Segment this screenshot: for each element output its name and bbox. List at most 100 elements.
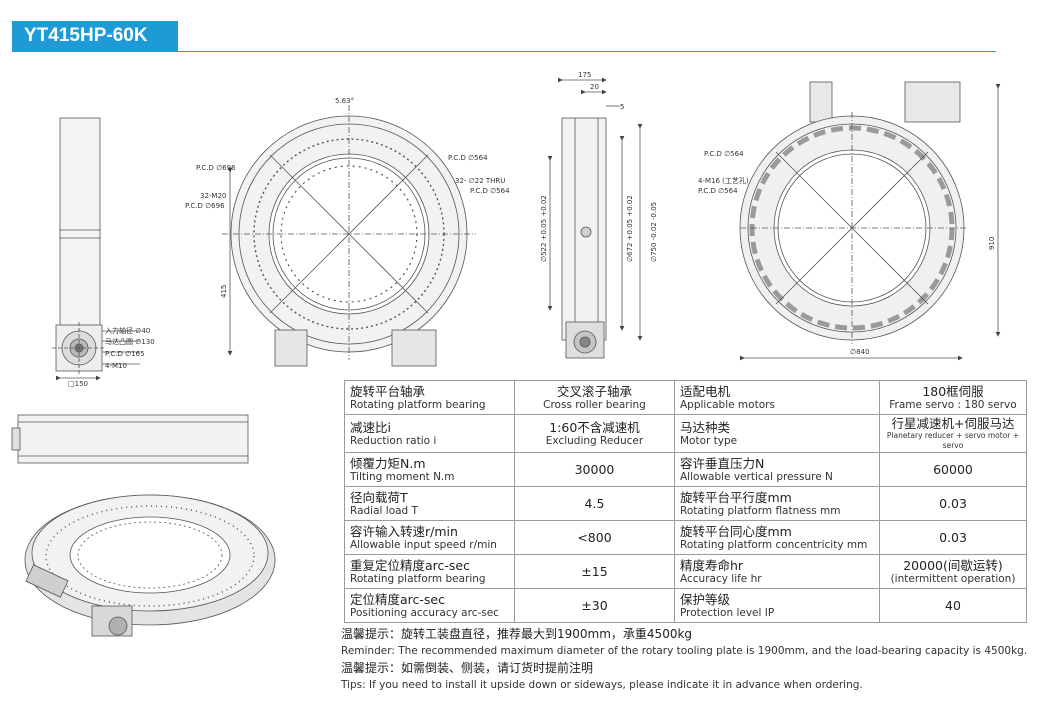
note-line: 温馨提示：如需倒装、侧装，请订货时提前注明 [341,661,594,675]
spec-label-zh: 容许输入转速r/min [350,523,458,539]
isometric-view [24,494,276,637]
spec-label-en: Planetary reducer + servo motor + servo [886,431,1020,450]
spec-label-en: Excluding Reducer [545,434,644,447]
rear-view [739,81,1001,361]
spec-cell: 30000 [514,452,675,487]
spec-cell: 20000(间歇运转)(intermittent operation) [879,554,1027,589]
spec-value: 40 [945,598,961,613]
spec-label-zh: 倾覆力矩N.m [350,455,426,471]
spec-label-en: Rotating platform flatness mm [680,504,841,517]
pcd-696-top-label: P.C.D ∅696 [196,164,236,172]
pcd-165-label: P.C.D ∅165 [105,350,145,358]
spec-label-zh: 重复定位精度arc-sec [350,557,470,573]
thru-holes-label: 32- ∅22 THRU [455,177,505,185]
dia-522-label: ∅522 +0.05 +0.02 [540,195,548,262]
section-view [547,77,643,359]
note-line: Tips: If you need to install it upside d… [341,679,863,691]
dim-20-label: 20 [590,83,599,91]
rear-pcd-564-top-label: P.C.D ∅564 [704,150,744,158]
spec-label-en: Accuracy life hr [680,572,762,585]
left-side-view [52,117,140,381]
spec-cell: ±30 [514,588,675,623]
spec-value: 30000 [574,462,615,477]
spec-value: ±15 [581,564,608,579]
spec-label-en: Allowable vertical pressure N [680,470,833,483]
dim-5-label: 5 [620,103,624,111]
spec-label-zh: 径向载荷T [350,489,408,505]
spec-label-zh: 马达种类 [680,419,731,435]
spec-label-en: Protection level IP [680,606,775,619]
spec-value: 0.03 [939,496,967,511]
spec-label-zh: 减速比i [350,419,391,435]
pcd-564-top-label: P.C.D ∅564 [448,154,488,162]
spec-label-zh: 1:60不含减速机 [549,419,640,435]
input-shaft-label: 入力轴径 ∅40 [105,326,150,335]
spec-label-zh: 交叉滚子轴承 [556,383,632,399]
spec-cell: 40 [879,588,1027,623]
spec-label-zh: 旋转平台轴承 [350,383,426,399]
spec-label-en: Reduction ratio i [350,434,437,447]
spec-label-en: (intermittent operation) [890,572,1016,585]
product-title: YT415HP-60K [12,21,178,51]
note-line: 温馨提示：旋转工装盘直径，推荐最大到1900mm，承重4500kg [341,627,693,641]
spec-cell: 60000 [879,452,1027,487]
title-underline [12,51,996,52]
spec-cell: <800 [514,520,675,555]
spec-label-zh: 精度寿命hr [680,557,744,573]
spec-cell: 0.03 [879,486,1027,521]
spec-label-en: Cross roller bearing [543,398,646,411]
spec-label-zh: 保护等级 [680,591,731,607]
spec-label-en: Rotating platform bearing [350,572,486,585]
dia-672-label: ∅672 +0.05 +0.02 [626,195,634,262]
spec-value: 0.03 [939,530,967,545]
spec-label-en: Tilting moment N.m [350,470,455,483]
spec-label-en: Radial load T [350,504,418,517]
spec-label-en: Motor type [680,434,738,447]
dia-750-label: ∅750 -0.02 -0.05 [650,202,658,262]
angle-label: 5.63° [335,97,354,105]
pcd-564-label: P.C.D ∅564 [470,187,510,195]
note-line: Reminder: The recommended maximum diamet… [341,645,1028,657]
spec-label-zh: 180框伺服 [922,383,984,399]
dim-840-label: ∅840 [850,348,869,356]
holes-m20-label: 32-M20 [200,192,226,200]
spec-label-zh: 容许垂直压力N [680,455,765,471]
spec-label-en: Frame servo : 180 servo [889,398,1017,411]
m16-label: 4-M16 (工艺孔) [698,177,749,185]
dim-175-label: 175 [578,71,591,79]
spec-label-zh: 旋转平台平行度mm [680,489,792,505]
spec-value: 4.5 [584,496,605,511]
spec-value: ±30 [581,598,608,613]
spec-label-en: Positioning accuracy arc-sec [350,606,499,619]
spec-label-zh: 20000(间歇运转) [903,557,1003,573]
dim-415-label: 415 [220,285,228,298]
pcd-696-label: P.C.D ∅696 [185,202,225,210]
spec-cell: 0.03 [879,520,1027,555]
spec-label-zh: 旋转平台同心度mm [680,523,792,539]
spec-label-en: Rotating platform bearing [350,398,486,411]
square-150-label: □150 [68,380,88,388]
spec-label-zh: 适配电机 [680,383,731,399]
